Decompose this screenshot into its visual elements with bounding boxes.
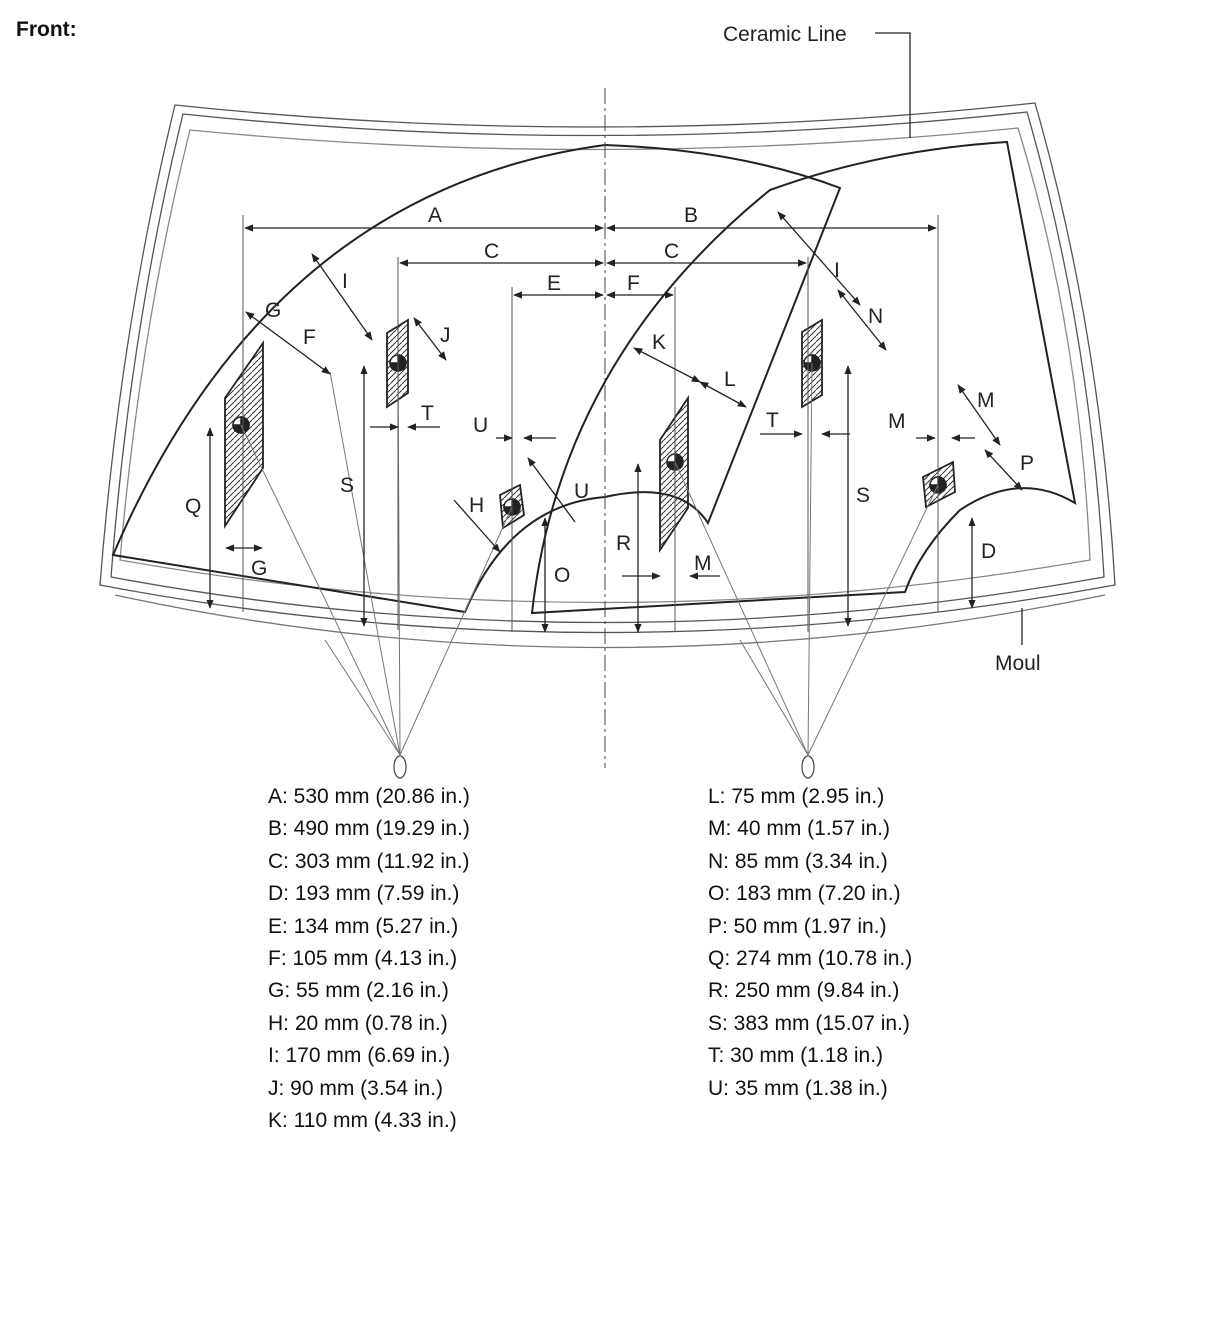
moulding-callout: Moul <box>995 652 1041 675</box>
dimension-j <box>413 317 447 361</box>
left-eye-point <box>393 755 407 779</box>
label-m-top: M <box>977 389 995 412</box>
legend-item: B: 490 mm (19.29 in.) <box>268 817 470 841</box>
dimension-k <box>633 347 701 383</box>
left-wiper-sweep <box>111 143 842 614</box>
label-g-top: G <box>265 299 281 322</box>
legend-item: R: 250 mm (9.84 in.) <box>708 979 900 1003</box>
legend-item: N: 85 mm (3.34 in.) <box>708 849 888 873</box>
legend-item: P: 50 mm (1.97 in.) <box>708 914 887 938</box>
label-u-top: U <box>473 414 488 437</box>
label-n: N <box>868 305 883 328</box>
dimension-legend-right: L: 75 mm (2.95 in.) M: 40 mm (1.57 in.) … <box>708 781 912 1105</box>
label-e: E <box>547 272 561 295</box>
dimension-m-diag <box>957 384 1001 446</box>
view-heading: Front: <box>16 18 77 41</box>
label-c-left: C <box>484 240 499 263</box>
legend-item: I: 170 mm (6.69 in.) <box>268 1044 451 1068</box>
legend-item: G: 55 mm (2.16 in.) <box>268 979 449 1003</box>
right-eye-point <box>801 755 815 779</box>
label-c-right: C <box>664 240 679 263</box>
extension-lines <box>242 215 939 632</box>
label-m-mid: M <box>888 410 906 433</box>
legend-item: U: 35 mm (1.38 in.) <box>708 1076 888 1100</box>
legend-item: H: 20 mm (0.78 in.) <box>268 1011 448 1035</box>
windshield-glass-outline <box>99 102 1116 649</box>
label-a: A <box>428 204 442 227</box>
legend-item: D: 193 mm (7.59 in.) <box>268 882 460 906</box>
legend-item: S: 383 mm (15.07 in.) <box>708 1011 910 1035</box>
label-t-left: T <box>421 402 434 425</box>
label-g-bottom: G <box>251 557 267 580</box>
label-b: B <box>684 204 698 227</box>
dimension-f-left <box>245 311 331 375</box>
sight-lines <box>240 362 939 756</box>
label-h: H <box>469 494 484 517</box>
label-l: L <box>724 368 736 391</box>
dimension-n <box>837 289 887 351</box>
dimension-i-right <box>777 211 861 306</box>
short-dimension-lines <box>225 423 975 580</box>
legend-item: M: 40 mm (1.57 in.) <box>708 817 891 841</box>
legend-item: T: 30 mm (1.18 in.) <box>708 1044 884 1068</box>
callout-leaders <box>875 32 1023 645</box>
inspection-area-q <box>224 340 264 530</box>
legend-item: E: 134 mm (5.27 in.) <box>268 914 459 938</box>
label-t-right: T <box>766 409 779 432</box>
dimension-legend-left: A: 530 mm (20.86 in.) B: 490 mm (19.29 i… <box>268 781 470 1137</box>
label-r: R <box>616 532 631 555</box>
legend-item: C: 303 mm (11.92 in.) <box>268 849 470 873</box>
label-i-left: I <box>342 270 348 293</box>
reference-point-1 <box>232 416 250 434</box>
right-wiper-sweep <box>530 140 1077 615</box>
dimension-p <box>984 449 1023 491</box>
label-u-right: U <box>574 480 589 503</box>
legend-item: J: 90 mm (3.54 in.) <box>268 1076 444 1100</box>
label-s-left: S <box>340 474 354 497</box>
label-f-left: F <box>303 326 316 349</box>
label-d: D <box>981 540 996 563</box>
inspection-areas <box>224 318 956 553</box>
label-f-top: F <box>627 272 640 295</box>
label-p: P <box>1020 452 1034 475</box>
legend-item: A: 530 mm (20.86 in.) <box>268 785 470 808</box>
dimension-letters: A B C C E F I I G F J K L N M M P T T U … <box>185 204 1034 587</box>
legend-item: L: 75 mm (2.95 in.) <box>708 785 885 808</box>
label-q: Q <box>185 495 201 518</box>
label-o: O <box>554 564 570 587</box>
label-j: J <box>440 324 451 347</box>
label-m-bottom: M <box>694 552 712 575</box>
label-i-right: I <box>834 259 840 282</box>
legend-item: Q: 274 mm (10.78 in.) <box>708 946 913 970</box>
label-s-right: S <box>856 484 870 507</box>
dimension-i-left <box>311 253 373 341</box>
ceramic-line-callout: Ceramic Line <box>723 23 847 46</box>
legend-item: F: 105 mm (4.13 in.) <box>268 946 458 970</box>
legend-item: O: 183 mm (7.20 in.) <box>708 882 901 906</box>
label-k: K <box>652 331 666 354</box>
legend-item: K: 110 mm (4.33 in.) <box>268 1108 457 1132</box>
dimension-l <box>699 381 747 408</box>
dimension-lines <box>206 211 1023 633</box>
ceramic-line-leader <box>875 32 911 138</box>
eye-points <box>393 755 815 779</box>
inspection-area-r <box>659 395 689 553</box>
